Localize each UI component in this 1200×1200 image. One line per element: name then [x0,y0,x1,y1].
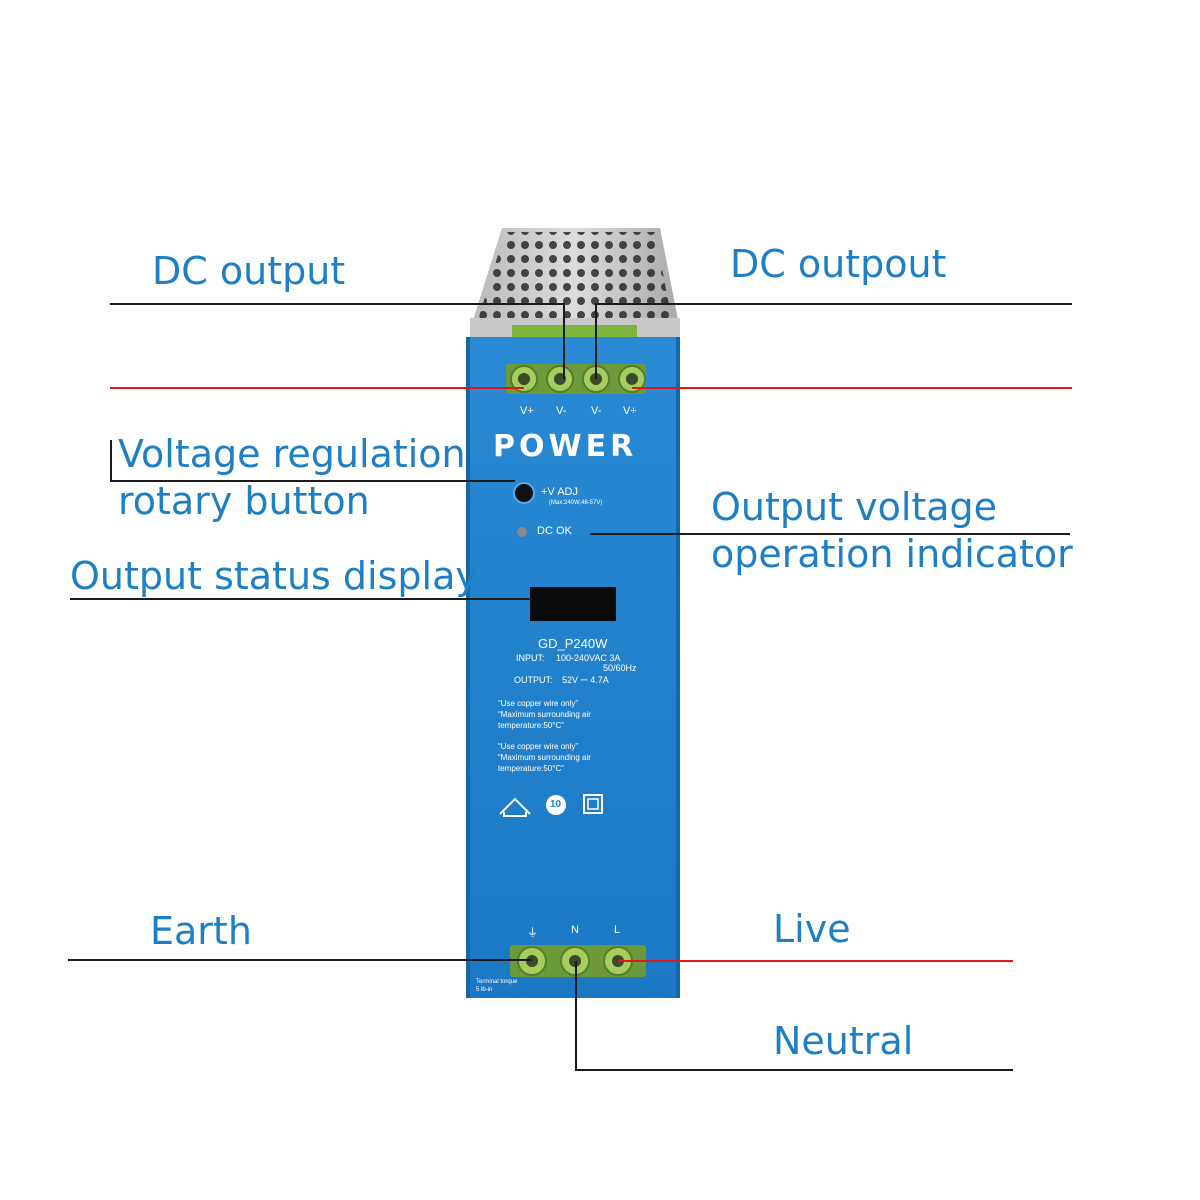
label-earth: Earth [150,909,252,953]
leader-line-output-voltage-indicator [590,533,1070,535]
label-voltage-regulation-line2: rotary button [118,479,370,523]
leader-line-live [618,960,1013,962]
double-insulation-icon [583,794,603,814]
vent-grille [478,232,672,320]
cert-badge-number: 10 [550,799,562,810]
leader-line-neutral [575,1069,1013,1071]
label-voltage-regulation-line1: Voltage regulation [118,432,466,476]
terminal-label-live: L [614,924,621,936]
voltage-adjust-knob [513,482,535,504]
leader-line-dc-output-left [110,303,565,305]
input-value: 100-240VAC 3A [556,653,621,663]
label-live: Live [773,907,851,951]
notice-1-line-1: “Use copper wire only” [498,699,579,708]
terminal-label-v-plus-2: V+ [623,405,637,417]
dc-ok-label: DC OK [537,525,572,537]
label-output-status-display: Output status display [70,554,478,598]
terminal-label-earth: ⏚ [527,927,538,939]
leader-vertical-dc-output-right [595,303,597,379]
notice-2-line-1: “Use copper wire only” [498,742,579,751]
input-screw-terminals [517,946,633,976]
leader-line-dc-output-right [595,303,1072,305]
blue-front-panel [466,337,680,998]
notice-2-line-2: “Maximum surrounding air [498,753,591,762]
output-label: OUTPUT: [514,675,553,685]
terminal-label-v-plus-1: V+ [520,405,534,417]
model-name: GD_P240W [538,636,608,651]
adj-note: (Max:240W,48-57V) [549,500,603,506]
brand-title: POWER [493,429,638,464]
leader-line-output-status [70,598,532,600]
leader-vertical-dc-output-left [563,303,565,379]
leader-line-earth [68,959,532,961]
indoor-use-icon [499,797,531,817]
output-terminal-block [506,364,646,394]
label-neutral: Neutral [773,1019,914,1063]
terminal-label-v-minus-1: V- [556,405,567,417]
notice-1-line-3: temperature:50°C” [498,721,564,730]
output-value: 52V ⎓ 4.7A [562,675,609,685]
notice-1-line-2: “Maximum surrounding air [498,710,591,719]
leader-line-positive-left [110,387,524,389]
cert-badge-icon [546,795,566,815]
label-dc-output-right: DC outpout [730,242,947,286]
input-frequency: 50/60Hz [603,663,637,673]
output-status-display [530,587,616,621]
dc-ok-led [517,527,527,537]
label-output-voltage-line1: Output voltage [711,485,998,529]
terminal-label-v-minus-2: V- [591,405,602,417]
torque-line-1: Terminal torque [476,979,518,985]
input-label: INPUT: [516,653,545,663]
notice-2-line-3: temperature:50°C” [498,764,564,773]
leader-line-positive-right [632,387,1072,389]
terminal-label-neutral: N [571,924,579,936]
adj-label: +V ADJ [541,486,578,498]
leader-vertical-voltage-regulation [110,440,112,482]
label-dc-output-left: DC output [152,249,346,293]
leader-vertical-neutral [575,961,577,1071]
leader-line-voltage-regulation [110,480,515,482]
torque-line-2: 5 lb-in [476,987,493,993]
label-output-voltage-line2: operation indicator [711,532,1073,576]
